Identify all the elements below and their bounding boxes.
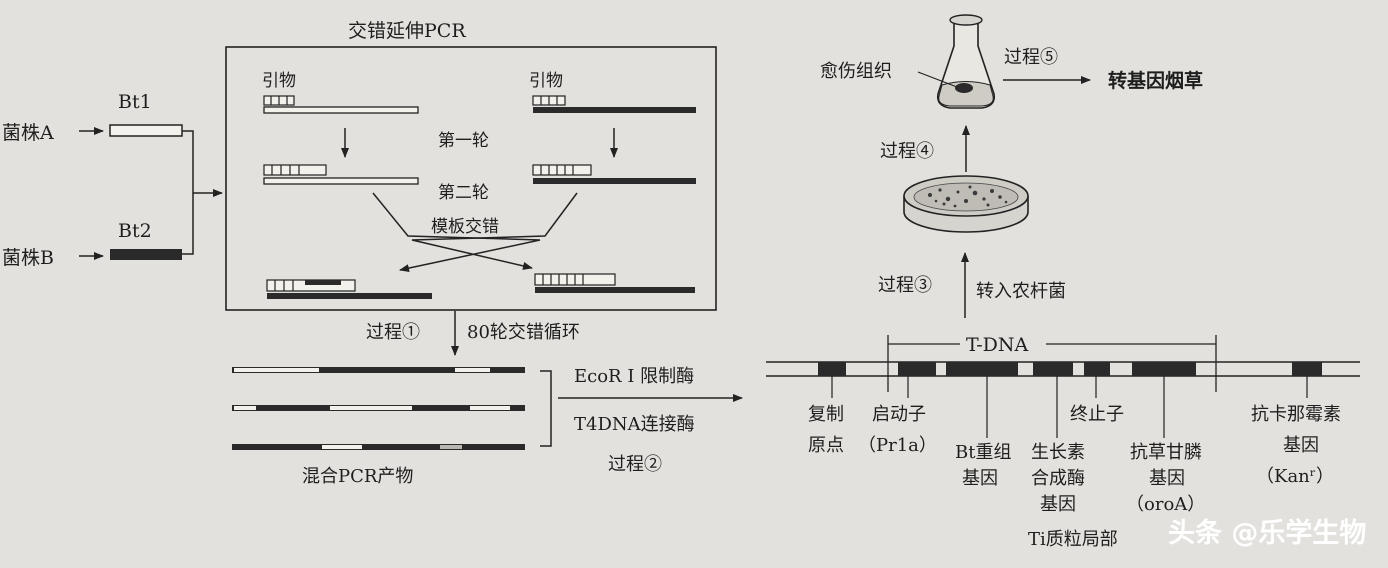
promoter-label-2: （Pr1a） [858, 435, 937, 456]
bt-gene-label-2: 基因 [962, 468, 998, 489]
box-title: 交错延伸PCR [348, 20, 466, 42]
cycles-label: 80轮交错循环 [467, 322, 580, 343]
herb-gene-label-2: 基因 [1149, 468, 1185, 489]
process2-label: 过程② [608, 454, 662, 475]
promoter-label-1: 启动子 [872, 404, 926, 425]
plasmid-caption: Ti质粒局部 [1028, 529, 1118, 550]
mixed-product-3 [232, 444, 525, 450]
ori-label-1: 复制 [808, 404, 844, 425]
mixed-product-2 [232, 405, 525, 411]
agro-label: 转入农杆菌 [976, 281, 1066, 302]
process3-label: 过程③ [878, 275, 932, 296]
tobacco-label: 转基因烟草 [1108, 69, 1203, 92]
watermark-text: 头条 @乐学生物 [1168, 517, 1366, 549]
cross-arrow-right [411, 192, 578, 270]
plasmid-leader-lines [831, 376, 1308, 438]
terminator-label: 终止子 [1070, 404, 1124, 425]
products-bracket [540, 370, 552, 447]
ti-plasmid-strand [766, 361, 1360, 377]
mixed-products-label: 混合PCR产物 [302, 466, 413, 487]
kan-gene-label-3: （Kanʳ） [1256, 466, 1334, 487]
bt1-gene-bar [109, 124, 183, 137]
merge-bracket [182, 130, 194, 255]
kan-gene-label-2: 基因 [1283, 435, 1319, 456]
round1-label: 第一轮 [438, 131, 489, 151]
kan-gene-segment [1292, 362, 1322, 376]
gh-gene-label-1: 生长素 [1031, 442, 1085, 463]
tdna-label: T-DNA [966, 334, 1029, 356]
ori-label-2: 原点 [808, 435, 844, 456]
terminator-segment [1084, 362, 1110, 376]
primer-right-label: 引物 [529, 71, 563, 91]
bt-gene-segment [946, 362, 1018, 376]
bt2-gene-bar [110, 249, 182, 260]
process4-label: 过程④ [880, 141, 934, 162]
callus-label: 愈伤组织 [820, 61, 892, 82]
process5-label: 过程⑤ [1004, 47, 1058, 68]
ori-segment [818, 362, 846, 376]
left-template-round1 [263, 95, 419, 114]
herbicide-gene-segment [1132, 362, 1196, 376]
ecori-label: EcoR I 限制酶 [574, 366, 694, 387]
herb-gene-label-3: （oroA） [1126, 494, 1205, 515]
template-switch-label: 模板交错 [431, 217, 499, 237]
primer-left-label: 引物 [262, 71, 296, 91]
left-switched-product [266, 279, 432, 299]
t4ligase-label: T4DNA连接酶 [574, 414, 695, 435]
promoter-segment [898, 362, 936, 376]
right-template-round2 [532, 164, 696, 184]
tdna-span [887, 335, 1217, 392]
pcr-box [225, 46, 717, 311]
flask-icon [936, 14, 996, 109]
mixed-product-1 [232, 367, 525, 373]
kan-gene-label-1: 抗卡那霉素 [1251, 404, 1341, 425]
right-template-round1 [532, 95, 696, 113]
right-switched-product [534, 273, 695, 293]
bt-gene-label-1: Bt重组 [955, 442, 1011, 463]
petri-dish-icon [903, 175, 1029, 233]
gh-gene-label-3: 基因 [1040, 494, 1076, 515]
strain-a-label: 菌株A [2, 122, 54, 144]
bt1-label: Bt1 [118, 91, 152, 113]
gh-gene-segment [1033, 362, 1073, 376]
strain-b-label: 菌株B [2, 247, 54, 269]
gh-gene-label-2: 合成酶 [1031, 468, 1085, 489]
bt2-label: Bt2 [118, 220, 152, 242]
callus-leader [917, 71, 958, 88]
round2-label: 第二轮 [438, 183, 489, 203]
process1-label: 过程① [366, 322, 420, 343]
left-template-round2 [263, 164, 419, 185]
herb-gene-label-1: 抗草甘膦 [1130, 442, 1202, 463]
